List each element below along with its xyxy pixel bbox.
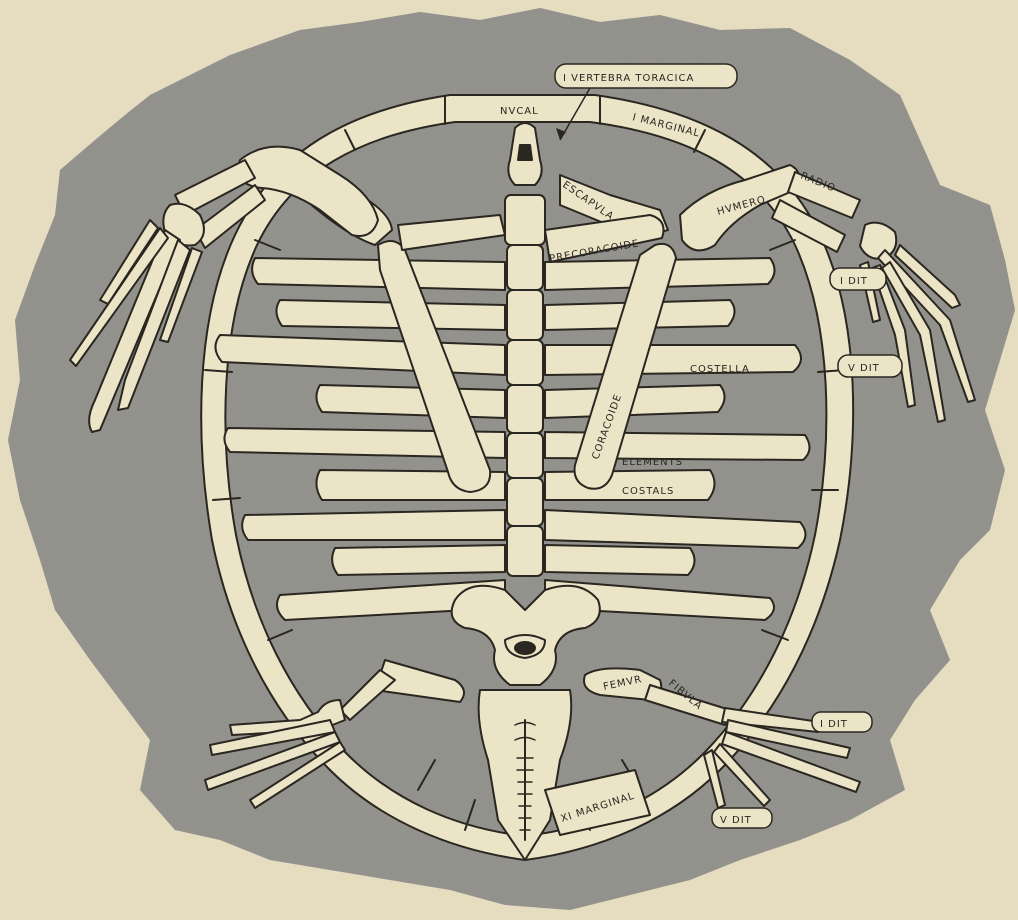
label-vdit-hind: V DIT bbox=[720, 815, 752, 826]
label-costella: COSTELLA bbox=[690, 364, 750, 375]
label-idit-front: I DIT bbox=[840, 276, 868, 287]
label-idit-hind: I DIT bbox=[820, 719, 848, 730]
label-elements: ELEMENTS bbox=[622, 457, 683, 468]
label-vdit-front: V DIT bbox=[848, 363, 880, 374]
vertebral-column bbox=[505, 195, 545, 576]
label-nucal: NVCAL bbox=[500, 106, 539, 117]
label-costals: COSTALS bbox=[622, 486, 674, 497]
label-vertebra: I VERTEBRA TORACICA bbox=[563, 73, 694, 84]
